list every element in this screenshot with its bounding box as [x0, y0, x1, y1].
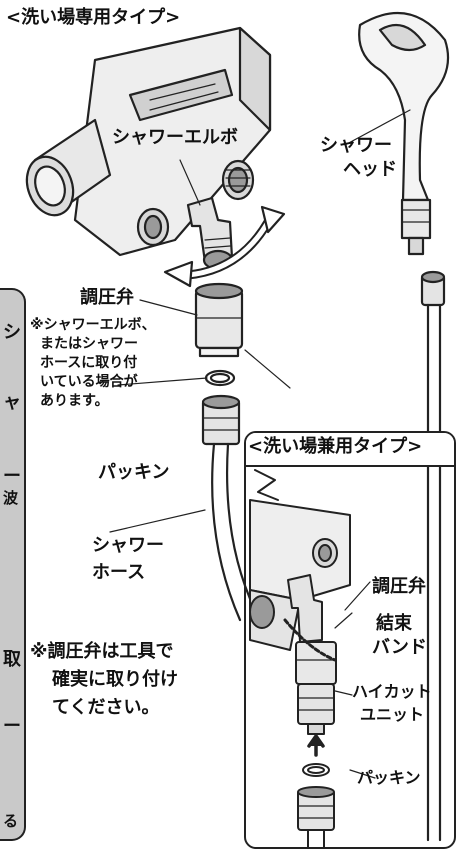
- shower-hose-main: [201, 394, 257, 622]
- cable-tie-label-line1: 結束: [376, 613, 412, 634]
- note-line-2: またはシャワー: [40, 336, 138, 352]
- caution-line-1: ※調圧弁は工具で: [30, 641, 174, 662]
- shower-head-label-line1: シャワー: [320, 135, 392, 156]
- sidebar-char: る: [3, 812, 19, 830]
- sidebar-char: ー: [3, 466, 21, 487]
- sidebar-char: 波: [3, 489, 19, 507]
- shower-hose-label-line2: ホース: [92, 562, 146, 583]
- high-cut-unit-label-line2: ユニット: [360, 705, 425, 724]
- pressure-valve-main: [194, 282, 244, 358]
- inset-type-title: <洗い場兼用タイプ>: [248, 436, 423, 457]
- caution-line-2: 確実に取り付け: [52, 669, 178, 690]
- sidebar-char: ャ: [3, 392, 21, 413]
- shower-head: [358, 11, 450, 256]
- shower-hose-label-line1: シャワー: [92, 535, 164, 556]
- shower-head-label-line2: ヘッド: [343, 159, 397, 180]
- note-line-1: ※シャワーエルボ、: [30, 317, 156, 333]
- high-cut-unit-label-line1: ハイカット: [352, 682, 432, 701]
- inset-pressure-valve-label: 調圧弁: [372, 576, 426, 597]
- sidebar-char: シ: [3, 322, 21, 343]
- note-line-3: ホースに取り付: [40, 355, 138, 371]
- pressure-valve-label: 調圧弁: [80, 287, 134, 308]
- up-arrow: [307, 734, 325, 757]
- shower-hose-right: [420, 270, 446, 842]
- main-type-title: <洗い場専用タイプ>: [6, 7, 181, 28]
- shower-elbow-label: シャワーエルボ: [112, 127, 238, 148]
- note-line-4: いている場合が: [40, 374, 138, 390]
- cable-tie-label-line2: バンド: [372, 637, 427, 658]
- packing-label: パッキン: [98, 462, 170, 483]
- sidebar-char: 取: [3, 649, 21, 670]
- note-line-5: あります。: [40, 393, 109, 409]
- faucet-body: [25, 26, 272, 257]
- caution-line-3: てください。: [52, 697, 160, 718]
- inset-packing-label: パッキン: [357, 768, 421, 787]
- sidebar-panel: [0, 288, 26, 841]
- sidebar-char: ー: [3, 716, 21, 737]
- inset-title-bar: [246, 433, 454, 467]
- inset-panel: [244, 431, 456, 849]
